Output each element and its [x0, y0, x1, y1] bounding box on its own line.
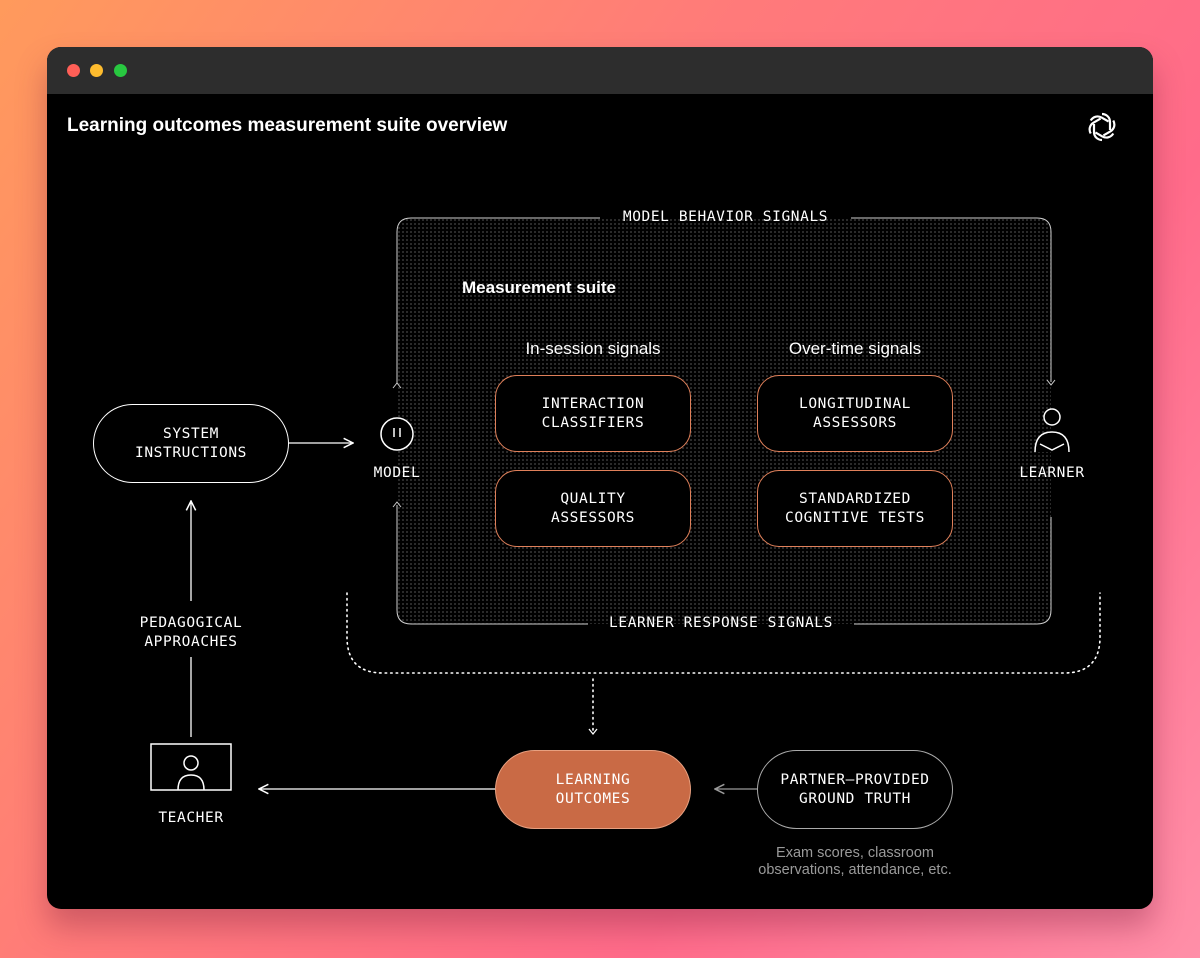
interaction-classifiers-label: INTERACTION CLASSIFIERS [541, 395, 645, 431]
learning-outcomes-node: LEARNING OUTCOMES [495, 750, 691, 829]
close-window-button[interactable] [67, 64, 80, 77]
page-title: Learning outcomes measurement suite over… [67, 115, 508, 136]
model-label: MODEL [373, 465, 421, 481]
over-time-signals-heading: Over-time signals [788, 339, 922, 358]
longitudinal-assessors-box: LONGITUDINAL ASSESSORS [757, 375, 953, 452]
standardized-tests-label: STANDARDIZED COGNITIVE TESTS [785, 490, 925, 526]
openai-logo-icon [1088, 112, 1116, 142]
quality-assessors-label: QUALITY ASSESSORS [551, 490, 635, 526]
in-session-signals-heading: In-session signals [525, 339, 661, 358]
model-behavior-signals-label: MODEL BEHAVIOR SIGNALS [622, 209, 829, 225]
app-window: Learning outcomes measurement suite over… [47, 47, 1153, 909]
ground-truth-note: Exam scores, classroom observations, att… [758, 845, 952, 878]
longitudinal-assessors-label: LONGITUDINAL ASSESSORS [799, 395, 911, 431]
pedagogical-approaches-label: PEDAGOGICAL APPROACHES [139, 615, 243, 650]
system-instructions-node: SYSTEM INSTRUCTIONS [93, 404, 289, 483]
diagram-connectors [47, 217, 1101, 909]
quality-assessors-box: QUALITY ASSESSORS [495, 470, 691, 547]
standardized-tests-box: STANDARDIZED COGNITIVE TESTS [757, 470, 953, 547]
minimize-window-button[interactable] [90, 64, 103, 77]
system-instructions-label: SYSTEM INSTRUCTIONS [135, 425, 247, 461]
measurement-suite-title: Measurement suite [462, 278, 616, 297]
maximize-window-button[interactable] [114, 64, 127, 77]
interaction-classifiers-box: INTERACTION CLASSIFIERS [495, 375, 691, 452]
teacher-icon [150, 743, 232, 791]
partner-ground-truth-node: PARTNER–PROVIDED GROUND TRUTH [757, 750, 953, 829]
partner-ground-truth-label: PARTNER–PROVIDED GROUND TRUTH [780, 771, 930, 807]
learner-label: LEARNER [1019, 465, 1085, 481]
teacher-label: TEACHER [158, 810, 224, 826]
learner-icon [1034, 408, 1070, 453]
learner-response-signals-label: LEARNER RESPONSE SIGNALS [609, 615, 833, 631]
model-icon [380, 417, 414, 451]
learning-outcomes-label: LEARNING OUTCOMES [555, 771, 631, 807]
title-bar [47, 47, 1153, 94]
